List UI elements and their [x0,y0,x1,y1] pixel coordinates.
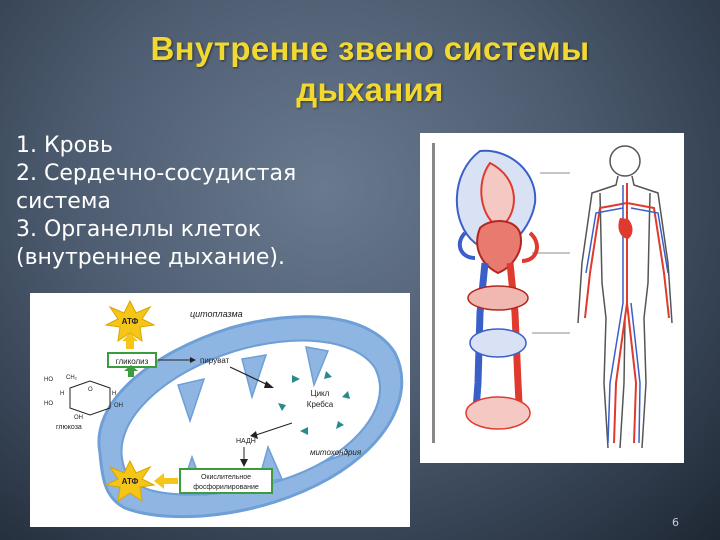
atp-bottom-label: АТФ [122,477,139,486]
list-item: 2. Сердечно-сосудистая [16,160,396,188]
list-item: 3. Органеллы клеток [16,216,396,244]
formula-oh: OH [114,403,123,409]
oxphos-label-2: фосфорилирование [193,484,259,491]
title-line-2: дыхания [70,69,670,110]
human-figure [578,146,672,448]
intestine-capillaries [470,329,526,357]
list-item: (внутреннее дыхание). [16,244,396,272]
content-list: 1. Кровь 2. Сердечно-сосудистая система … [16,132,396,272]
krebs-label-1: Цикл [311,389,330,398]
figure-head [610,146,640,176]
list-item: 1. Кровь [16,132,396,160]
formula-ch2: CH₂ [66,375,78,381]
list-item: система [16,188,396,216]
glycolysis-label: гликолиз [116,357,149,366]
liver-capillaries [468,286,528,310]
formula-o: O [88,387,93,393]
nadh-label: НАДН [236,438,256,445]
cytoplasm-label: цитоплазма [190,309,243,319]
pyruvate-label: пируват [200,356,230,365]
side-scale [432,143,435,443]
atp-top-label: АТФ [122,317,139,326]
mitochondrion-label: митохондрия [310,448,362,457]
lower-body-capillaries [466,397,530,429]
formula-h: H [112,391,116,397]
figure-arms [578,176,672,323]
figure-heart [618,218,632,239]
formula-oh: OH [74,415,83,421]
krebs-label-2: Кребса [307,400,334,409]
formula-ho: HO [44,401,53,407]
formula-ho: HO [44,377,53,383]
mitochondrion-diagram: АТФ цитоплазма гликолиз пируват HO CH₂ O… [30,293,410,527]
glucose-label: глюкоза [56,424,82,431]
circulatory-svg [420,133,684,463]
mitochondrion-svg: АТФ цитоплазма гликолиз пируват HO CH₂ O… [30,293,410,527]
formula-h: H [60,391,64,397]
oxphos-label-1: Окислительное [201,474,251,481]
pulmonary-artery [522,233,537,261]
page-number: 6 [672,516,679,529]
title-line-1: Внутренне звено системы [70,28,670,69]
circulatory-illustration [420,133,684,463]
slide-title: Внутренне звено системы дыхания [70,28,670,110]
